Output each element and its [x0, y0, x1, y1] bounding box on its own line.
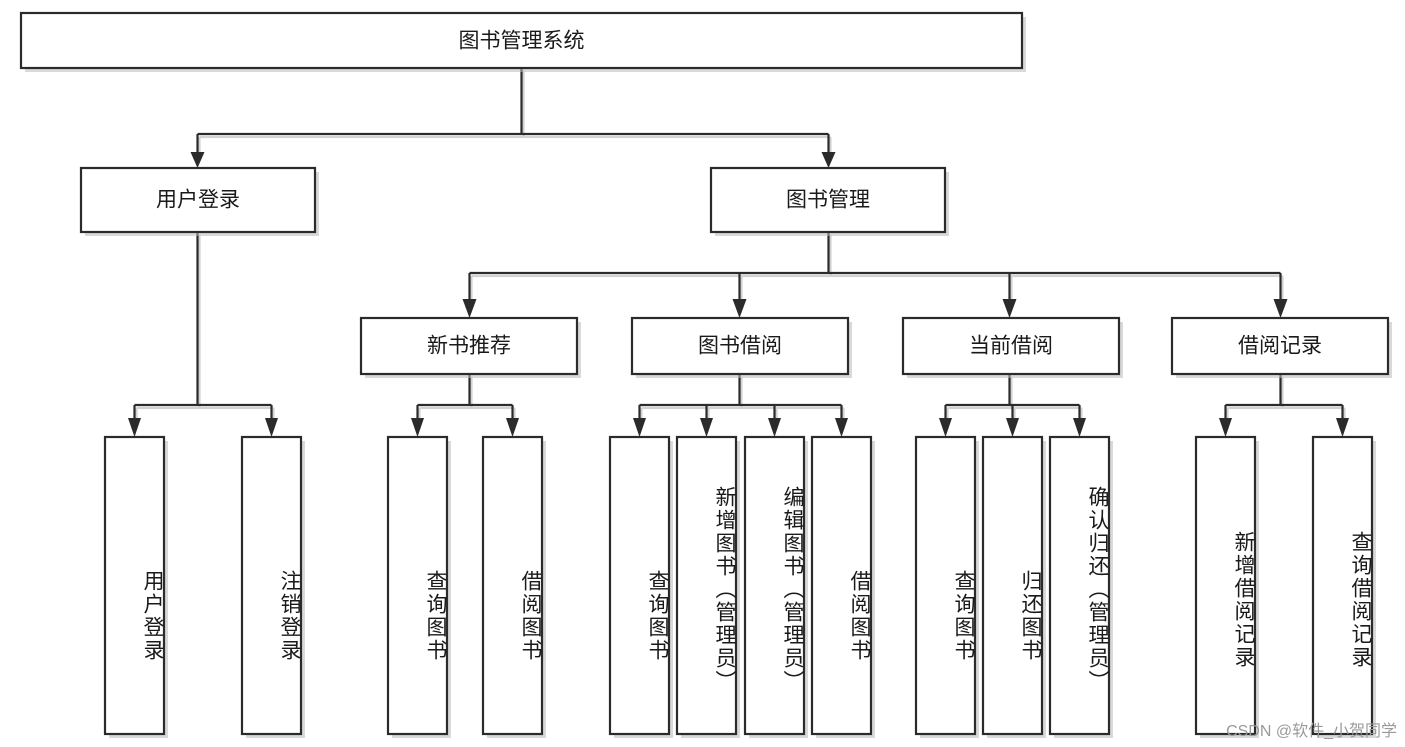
leaf-query-book-current-box[interactable]: [914, 435, 977, 736]
edge-root-to-level2: [190, 68, 836, 168]
watermark-text: CSDN @软件_小贺同学: [1226, 723, 1397, 740]
node-current-borrow[interactable]: 当前借阅: [901, 316, 1123, 378]
leaf-borrow-book-box[interactable]: [810, 435, 873, 736]
leaf-user-login-box[interactable]: [103, 435, 166, 736]
leaf-borrow-book-recommend-box[interactable]: [481, 435, 544, 736]
edge-userlogin-to-leaves: [128, 232, 278, 437]
node-book-borrow[interactable]: 图书借阅: [630, 316, 852, 378]
leaf-confirm-return-admin-box[interactable]: [1048, 435, 1111, 736]
edge-borrowrecord-to-leaves: [1219, 374, 1349, 437]
edge-bookmgmt-to-level3: [462, 232, 1288, 318]
edge-bookborrow-to-leaves: [633, 374, 848, 437]
leaf-return-book-box[interactable]: [981, 435, 1044, 736]
borrow-record-label: 借阅记录: [1238, 335, 1322, 358]
edge-recommend-to-leaves: [411, 374, 519, 437]
leaf-box-group: [103, 435, 1376, 738]
borrow-record-box[interactable]: [1170, 316, 1390, 376]
node-new-book-recommend[interactable]: 新书推荐: [359, 316, 581, 378]
leaf-add-borrow-record-box[interactable]: [1194, 435, 1257, 736]
node-user-login[interactable]: 用户登录: [79, 166, 319, 236]
root-box[interactable]: [19, 11, 1024, 70]
book-borrow-box[interactable]: [630, 316, 850, 376]
edge-group: [128, 68, 1349, 437]
root-label: 图书管理系统: [459, 30, 585, 53]
leaf-query-borrow-record-box[interactable]: [1311, 435, 1374, 736]
user-login-label: 用户登录: [156, 189, 240, 212]
new-book-recommend-label: 新书推荐: [427, 335, 511, 358]
node-borrow-record[interactable]: 借阅记录: [1170, 316, 1392, 378]
book-management-box[interactable]: [709, 166, 947, 234]
book-management-label: 图书管理: [786, 189, 870, 212]
leaf-logout-box[interactable]: [240, 435, 303, 736]
new-book-recommend-box[interactable]: [359, 316, 579, 376]
leaf-query-book-borrow-box[interactable]: [608, 435, 671, 736]
user-login-box[interactable]: [79, 166, 317, 234]
current-borrow-box[interactable]: [901, 316, 1121, 376]
book-borrow-label: 图书借阅: [698, 335, 782, 358]
node-book-management[interactable]: 图书管理: [709, 166, 949, 236]
leaf-add-book-admin-box[interactable]: [675, 435, 738, 736]
leaf-query-book-recommend-box[interactable]: [386, 435, 449, 736]
edge-currentborrow-to-leaves: [939, 374, 1086, 437]
node-root[interactable]: 图书管理系统: [19, 11, 1026, 72]
leaf-edit-book-admin-box[interactable]: [743, 435, 806, 736]
current-borrow-label: 当前借阅: [969, 335, 1053, 358]
